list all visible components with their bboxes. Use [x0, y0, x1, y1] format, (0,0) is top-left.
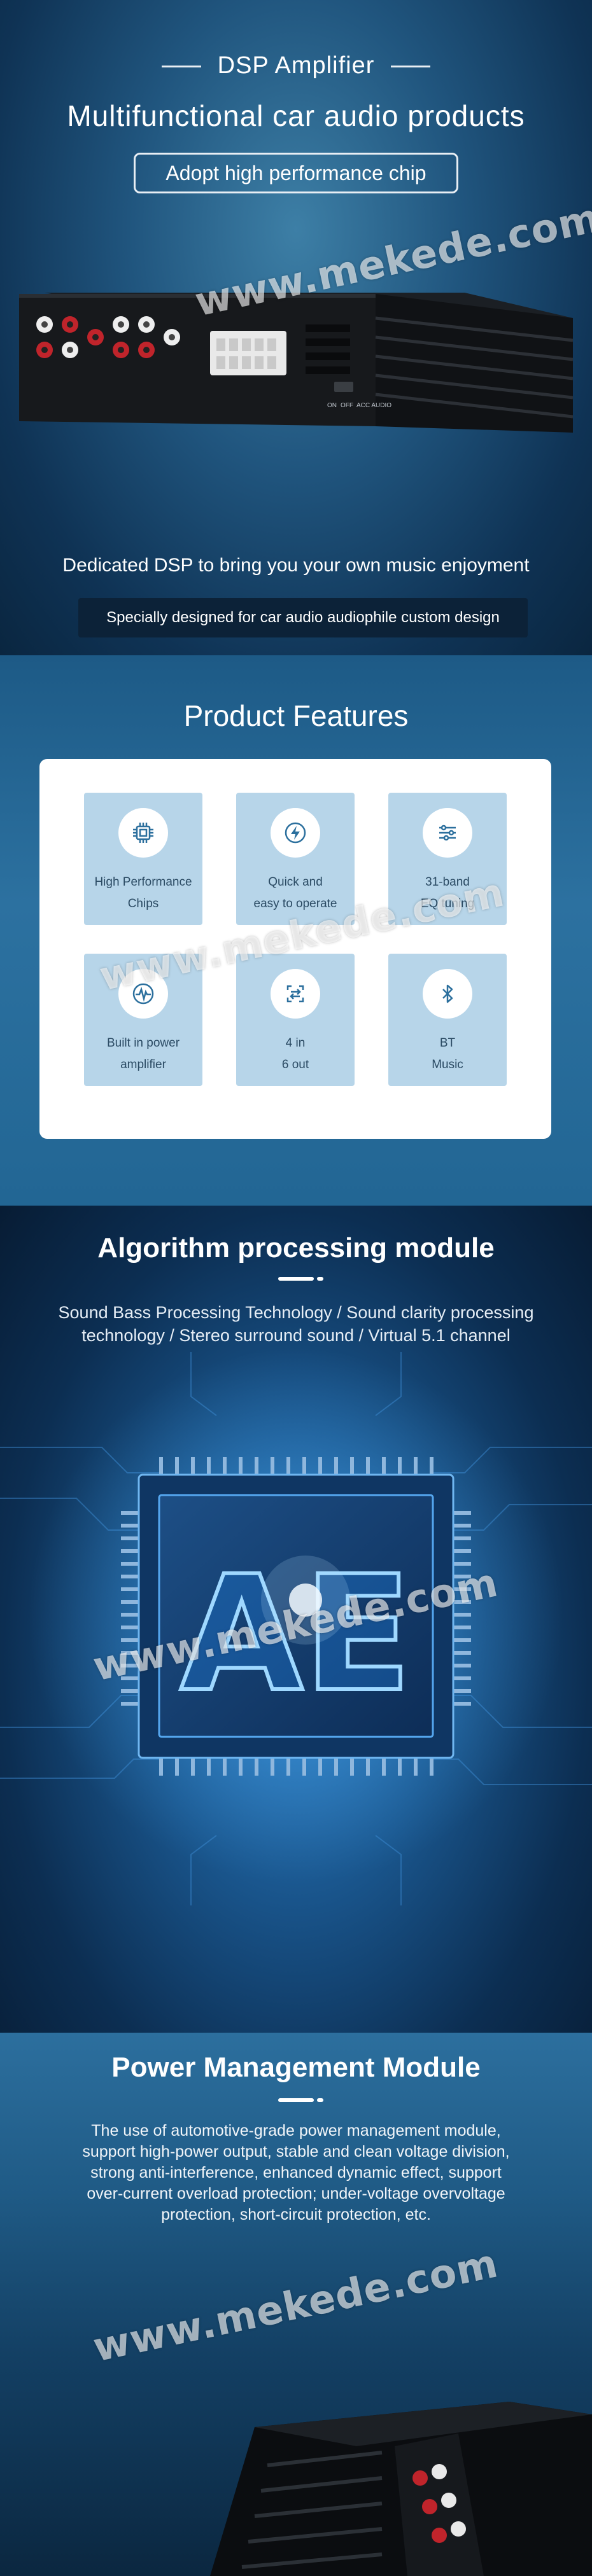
feature-tile-bluetooth: BT Music: [388, 954, 507, 1086]
feature-tile-operate: Quick and easy to operate: [236, 793, 355, 925]
feature-label-line2: amplifier: [120, 1058, 166, 1071]
title-underline-dot: [317, 2098, 323, 2102]
ae-processor-chip: AE: [0, 1349, 592, 1905]
left-rule: [161, 66, 201, 68]
feature-label-line2: 6 out: [281, 1058, 309, 1071]
device-front: [19, 294, 376, 426]
feature-tile-io: 4 in 6 out: [236, 954, 355, 1086]
feature-label-line2: easy to operate: [253, 897, 337, 910]
feature-tile-chips: High Performance Chips: [84, 793, 202, 925]
feature-tile-amplifier: Built in power amplifier: [84, 954, 202, 1086]
hero-section: DSP Amplifier Multifunctional car audio …: [0, 0, 592, 655]
feature-label-line1: 31-band: [425, 875, 470, 889]
hero-subtitle-row: DSP Amplifier: [0, 52, 592, 80]
algorithm-section: AE Algorithm processing module Sound Bas…: [0, 1206, 592, 2033]
feature-label-line2: Music: [432, 1058, 463, 1071]
algorithm-desc-line2: technology / Stereo surround sound / Vir…: [81, 1326, 511, 1345]
power-desc-line: The use of automotive-grade power manage…: [91, 2122, 501, 2140]
hero-tagline: Dedicated DSP to bring you your own musi…: [62, 555, 530, 576]
power-desc-line: strong anti-interference, enhanced dynam…: [90, 2164, 502, 2182]
acc-label: ACC AUDIO: [356, 402, 391, 409]
algorithm-description: Sound Bass Processing Technology / Sound…: [38, 1301, 554, 1347]
lightning-icon: [271, 808, 320, 858]
feature-label-line1: BT: [439, 1036, 456, 1050]
rca-jacks: [36, 316, 180, 358]
features-title: Product Features: [183, 699, 409, 732]
feature-label-line1: Built in power: [106, 1036, 180, 1050]
hero-title: Multifunctional car audio products: [67, 99, 525, 132]
amplifier-icon: [118, 969, 168, 1019]
right-rule: [391, 66, 431, 68]
title-underline-dot: [317, 1277, 323, 1281]
power-desc-line: protection, short-circuit protection, et…: [161, 2206, 431, 2224]
feature-label-line1: 4 in: [285, 1036, 306, 1050]
power-desc-line: over-current overload protection; under-…: [87, 2185, 505, 2203]
algorithm-title: Algorithm processing module: [97, 1232, 495, 1264]
bluetooth-icon: [423, 969, 472, 1019]
feature-label-line1: High Performance: [94, 875, 192, 889]
power-description: The use of automotive-grade power manage…: [45, 2120, 547, 2225]
hero-pill-badge: Adopt high performance chip: [134, 153, 458, 193]
algorithm-desc-line1: Sound Bass Processing Technology / Sound…: [58, 1303, 534, 1322]
amplifier-closeup: [210, 2402, 592, 2576]
chip-icon: [118, 808, 168, 858]
dsp-amplifier-device: ON OFF ACC AUDIO: [19, 293, 573, 433]
switch-on-label: ON: [327, 402, 337, 409]
features-card: High Performance Chips Quick and easy to…: [39, 759, 551, 1139]
feature-label-line2: EQ tuning: [420, 897, 475, 910]
power-section: Power Management Module The use of autom…: [0, 2033, 592, 2576]
features-section: Product Features High Performance Chips …: [0, 655, 592, 1206]
switch-off-label: OFF: [341, 402, 353, 409]
on-off-switch: [334, 382, 353, 392]
io-icon: [271, 969, 320, 1019]
ae-chip-label: AE: [180, 1542, 412, 1727]
amp-top: [255, 2402, 592, 2446]
device-heatsink: [376, 294, 573, 433]
hero-design-badge: Specially designed for car audio audioph…: [78, 598, 528, 637]
hero-subtitle: DSP Amplifier: [217, 52, 375, 79]
feature-label-line2: Chips: [127, 897, 159, 910]
feature-tile-eq: 31-band EQ tuning: [388, 793, 507, 925]
power-title: Power Management Module: [111, 2052, 481, 2083]
power-desc-line: support high-power output, stable and cl…: [82, 2143, 510, 2161]
sliders-icon: [423, 808, 472, 858]
feature-label-line1: Quick and: [268, 875, 323, 889]
title-underline: [278, 1277, 314, 1281]
title-underline: [278, 2098, 314, 2102]
